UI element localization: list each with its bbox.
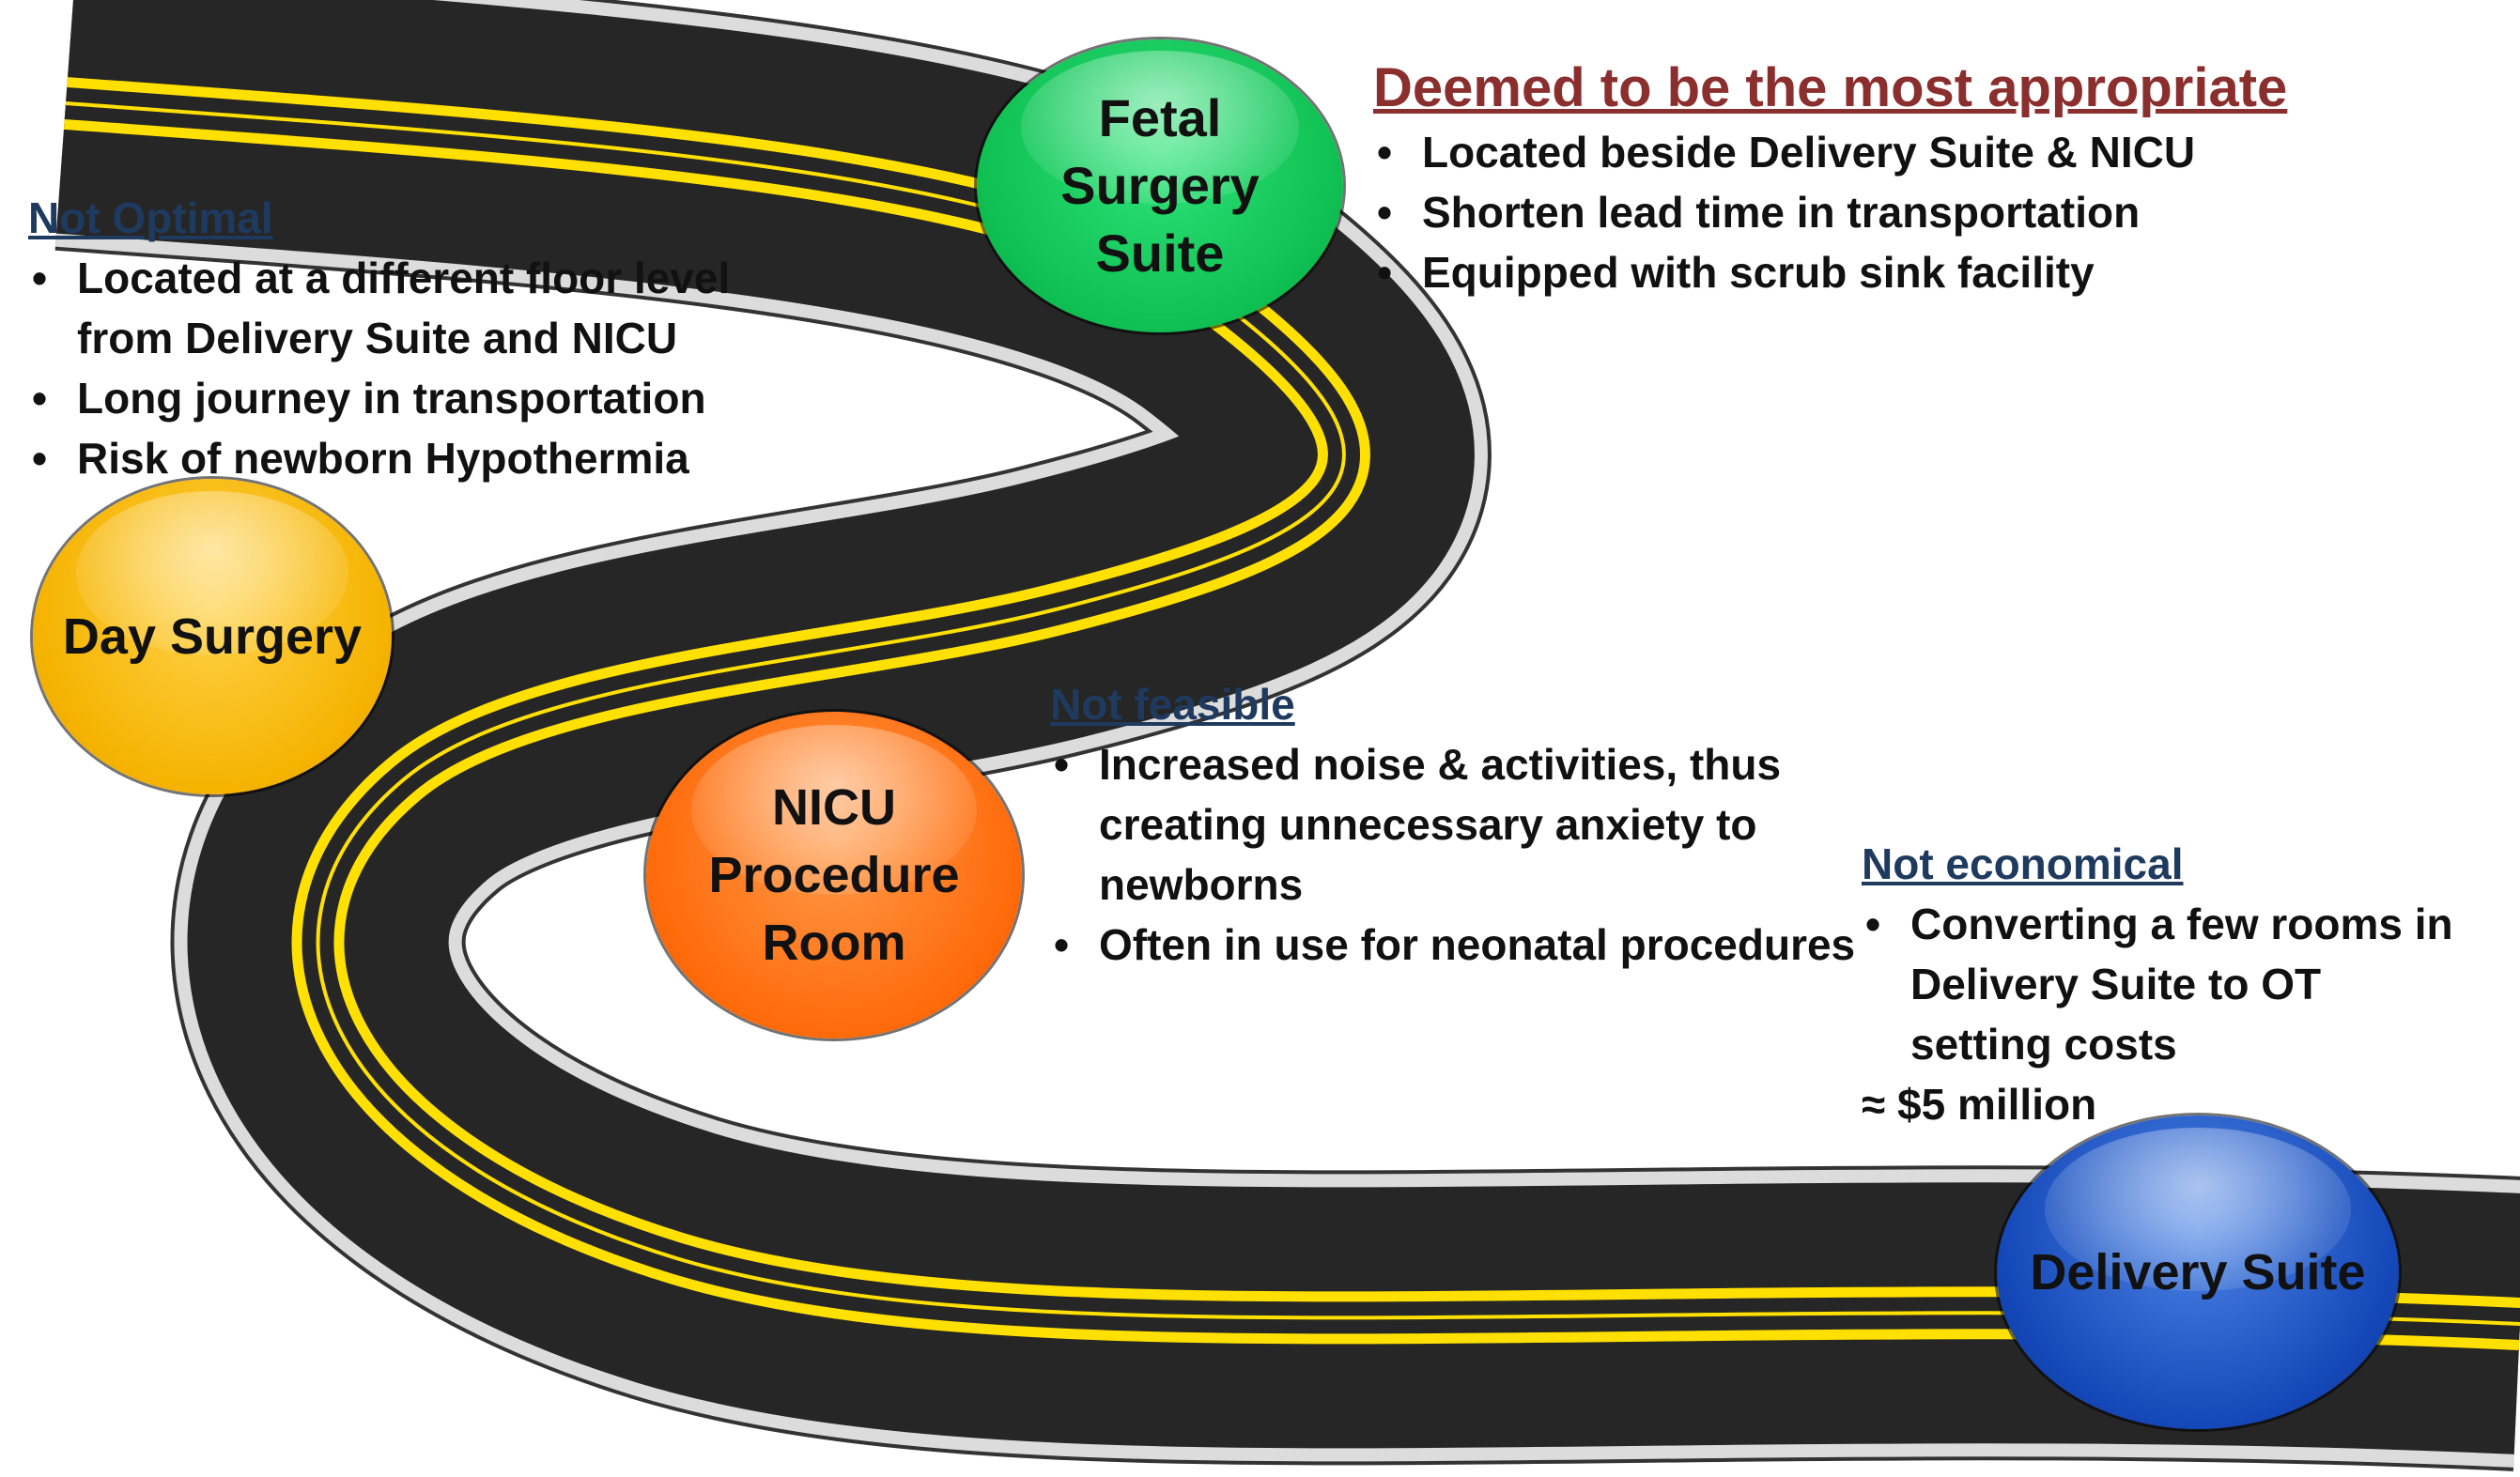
node-gloss [1020,51,1300,204]
fetal-surgery-suite-label: Fetal Surgery Suite [1060,88,1260,283]
day-surgery-label: Day Surgery [62,608,363,665]
not-optimal-heading: Not Optimal [28,193,273,242]
node-gloss [2045,1128,2351,1292]
day-surgery-node: Day Surgery [33,479,392,794]
list-item: Long journey in transportation [28,368,827,428]
not-feasible-heading: Not feasible [1050,680,1295,729]
node-gloss [75,491,349,656]
appropriate-list: Located beside Delivery Suite & NICU Sho… [1373,122,2481,302]
list-item: Located beside Delivery Suite & NICU [1373,122,2481,182]
list-item: Often in use for neonatal procedures [1050,915,1877,975]
list-item: Equipped with scrub sink facility [1373,242,2481,302]
fetal-surgery-suite-node: Fetal Surgery Suite [977,39,1343,332]
list-item: Located at a different floor level from … [28,248,827,368]
node-gloss [691,724,977,895]
cost-note: ≈ $5 million [1862,1080,2097,1129]
not-optimal-block: Not Optimal Located at a different floor… [28,188,827,488]
not-feasible-block: Not feasible Increased noise & activitie… [1050,674,1877,975]
not-economical-list: Converting a few rooms in Delivery Suite… [1862,894,2463,1074]
nicu-procedure-room-label: NICU Procedure Room [708,779,960,971]
list-item: Shorten lead time in transportation [1373,182,2481,242]
list-item: Risk of newborn Hypothermia [28,428,827,488]
not-economical-heading: Not economical [1862,839,2184,888]
not-economical-block: Not economical Converting a few rooms in… [1862,834,2463,1134]
list-item: Converting a few rooms in Delivery Suite… [1862,894,2463,1074]
appropriate-heading: Deemed to be the most appropriate [1373,57,2288,118]
not-feasible-list: Increased noise & activities, thus creat… [1050,734,1877,975]
appropriate-block: Deemed to be the most appropriate Locate… [1373,54,2481,302]
nicu-procedure-room-node: NICU Procedure Room [646,712,1022,1039]
delivery-suite-node: Delivery Suite [1997,1115,2399,1429]
delivery-suite-label: Delivery Suite [2030,1244,2366,1300]
not-optimal-list: Located at a different floor level from … [28,248,827,488]
list-item: Increased noise & activities, thus creat… [1050,734,1877,915]
